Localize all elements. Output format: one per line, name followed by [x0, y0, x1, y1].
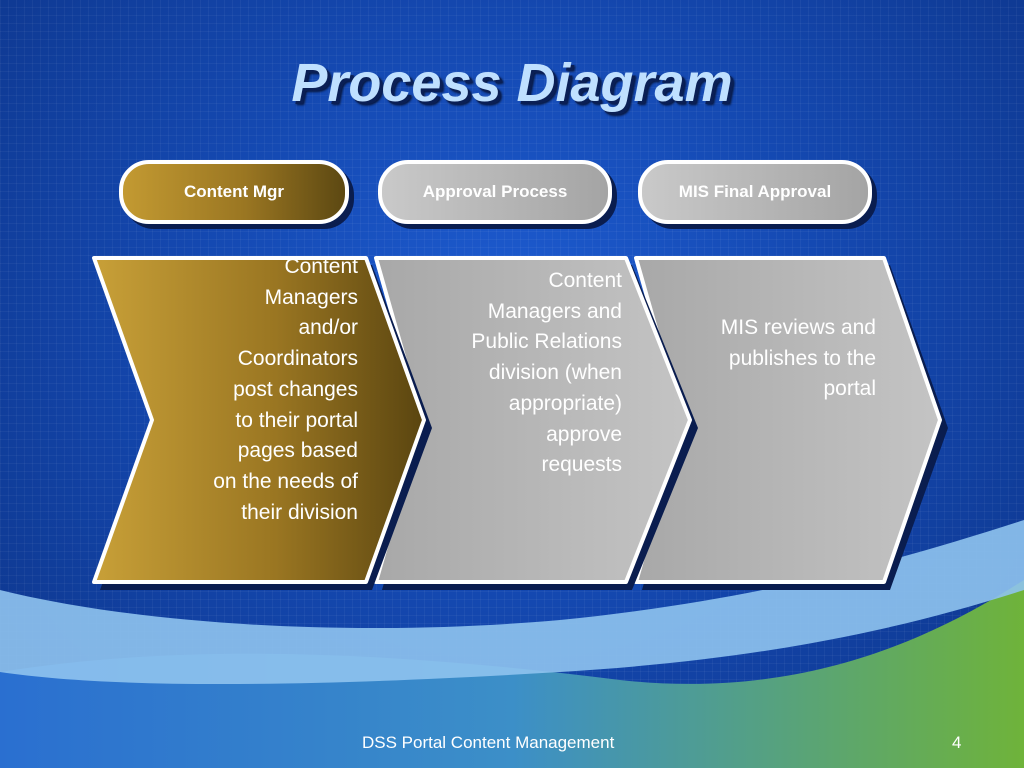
- slide-number: 4: [952, 733, 962, 752]
- step-3-description: MIS reviews and publishes to the portal: [720, 316, 876, 401]
- chevron-step-2: [374, 256, 698, 590]
- chevron-step-3: [634, 256, 948, 590]
- chevron-step-1: [92, 256, 432, 590]
- tab-mis-final-approval[interactable]: MIS Final Approval: [638, 160, 872, 224]
- tab-content-mgr-label: Content Mgr: [183, 182, 285, 201]
- tab-approval-process-label: Approval Process: [422, 182, 568, 201]
- tab-approval-process[interactable]: Approval Process: [378, 160, 612, 224]
- tab-content-mgr[interactable]: Content Mgr: [119, 160, 349, 224]
- step-1-description: Content Managers and/or Coordinators pos…: [213, 255, 358, 524]
- tab-mis-final-approval-label: MIS Final Approval: [678, 182, 832, 201]
- step-2-description: Content Managers and Public Relations di…: [471, 269, 622, 477]
- footer-text: DSS Portal Content Management: [362, 733, 615, 752]
- slide-title: Process Diagram: [291, 53, 733, 113]
